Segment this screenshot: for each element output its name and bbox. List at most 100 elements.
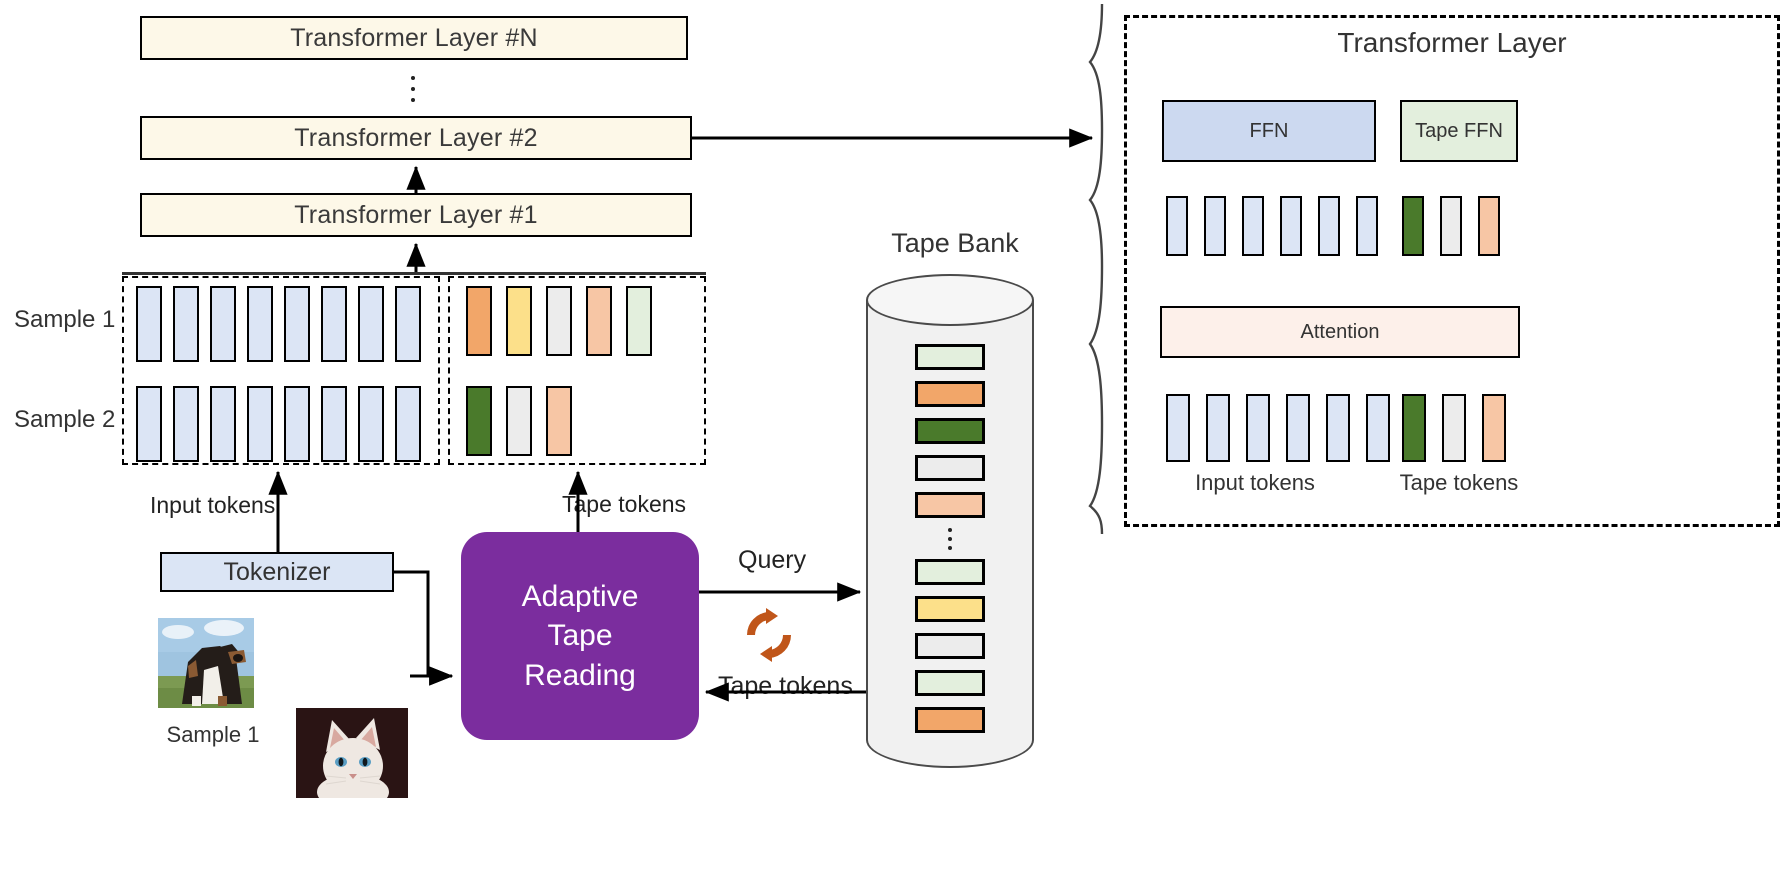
adaptive-tape-reading-block[interactable]: Adaptive Tape Reading — [461, 532, 699, 740]
tape-token — [586, 286, 612, 356]
tape-token — [1478, 196, 1500, 256]
input-token — [358, 386, 384, 462]
tape-bank-slot — [915, 670, 985, 696]
query-label: Query — [738, 546, 807, 574]
arrow-tokenizer-to-atr — [394, 570, 454, 686]
input-token — [173, 286, 199, 362]
tape-bank-title: Tape Bank — [891, 228, 1019, 258]
input-token — [1280, 196, 1302, 256]
panel-brace — [1088, 3, 1104, 535]
tape-token — [1442, 394, 1466, 462]
tape-ffn-block[interactable]: Tape FFN — [1400, 100, 1518, 162]
transformer-layer-panel-title: Transformer Layer — [1337, 27, 1567, 58]
panel-input-tokens-caption: Input tokens — [1195, 470, 1315, 495]
transformer-layer-panel — [1124, 15, 1780, 527]
tape-bank-slot — [915, 381, 985, 407]
tape-bank-slot — [915, 559, 985, 585]
adaptive-line-3: Reading — [524, 658, 636, 692]
tokenizer-block[interactable]: Tokenizer — [160, 552, 394, 592]
tape-token — [506, 286, 532, 356]
input-token — [1366, 394, 1390, 462]
input-token — [1206, 394, 1230, 462]
input-token — [1286, 394, 1310, 462]
tape-bank-slot — [915, 492, 985, 518]
sample-2-input-token-row — [136, 386, 421, 462]
input-token — [1166, 394, 1190, 462]
attention-label: Attention — [1300, 320, 1380, 343]
transformer-layer-n-label: Transformer Layer #N — [290, 23, 538, 52]
panel-bottom-input-token-row — [1166, 394, 1390, 462]
dog-photo — [158, 618, 254, 708]
tape-token — [546, 286, 572, 356]
tape-tokens-back-label: Tape tokens — [718, 672, 853, 700]
sample-2-row-label: Sample 2 — [14, 406, 116, 433]
input-token — [247, 286, 273, 362]
ffn-block[interactable]: FFN — [1162, 100, 1376, 162]
input-token — [1246, 394, 1270, 462]
tokenizer-label: Tokenizer — [223, 557, 331, 586]
input-token — [136, 386, 162, 462]
adaptive-line-1: Adaptive — [521, 579, 639, 613]
transformer-layer-1-label: Transformer Layer #1 — [294, 200, 538, 229]
panel-bottom-tape-token-row — [1402, 394, 1506, 462]
input-token — [1326, 394, 1350, 462]
input-token — [284, 386, 310, 462]
tape-bank-slot — [915, 418, 985, 444]
transformer-layer-1: Transformer Layer #1 — [140, 193, 692, 237]
panel-top-input-token-row — [1166, 196, 1378, 256]
input-tokens-label: Input tokens — [150, 492, 276, 518]
tape-token — [1402, 394, 1426, 462]
tape-token — [626, 286, 652, 356]
cat-photo — [296, 708, 408, 798]
input-token — [321, 286, 347, 362]
tape-tokens-up-label: Tape tokens — [562, 491, 687, 517]
tape-token — [1440, 196, 1462, 256]
tape-tokens-group — [448, 276, 706, 465]
input-token — [321, 386, 347, 462]
panel-top-tape-token-row — [1402, 196, 1500, 256]
input-tokens-group — [122, 276, 440, 465]
transformer-layer-2-label: Transformer Layer #2 — [294, 123, 538, 152]
input-token — [210, 386, 236, 462]
tape-bank-slot — [915, 344, 985, 370]
ffn-label: FFN — [1249, 119, 1289, 142]
tape-bank-ellipsis — [947, 528, 952, 550]
tape-bank-slot — [915, 596, 985, 622]
panel-tape-tokens-caption: Tape tokens — [1399, 470, 1519, 495]
tape-bank-slot — [915, 633, 985, 659]
token-rail — [122, 272, 706, 275]
sample-1-row-label: Sample 1 — [14, 306, 116, 333]
tape-token — [1482, 394, 1506, 462]
tape-token — [546, 386, 572, 456]
input-token — [284, 286, 310, 362]
input-token — [210, 286, 236, 362]
input-token — [358, 286, 384, 362]
input-token — [1242, 196, 1264, 256]
tape-bank-cylinder — [866, 300, 1034, 740]
attention-block[interactable]: Attention — [1160, 306, 1520, 358]
tape-bank-cylinder-top — [866, 274, 1034, 326]
sample-1-tape-token-row — [466, 286, 652, 356]
input-token — [1318, 196, 1340, 256]
input-token — [395, 386, 421, 462]
adaptive-line-2: Tape — [547, 619, 613, 653]
input-token — [1166, 196, 1188, 256]
tape-bank-slot — [915, 707, 985, 733]
tape-bank-slot — [915, 455, 985, 481]
input-token — [1356, 196, 1378, 256]
input-token — [173, 386, 199, 462]
tape-token — [506, 386, 532, 456]
input-token — [1204, 196, 1226, 256]
input-token — [136, 286, 162, 362]
tape-bank-slots-top — [915, 344, 985, 529]
input-token — [247, 386, 273, 462]
sample-1-photo-caption: Sample 1 — [166, 722, 260, 747]
tape-token — [466, 286, 492, 356]
input-token — [395, 286, 421, 362]
stack-ellipsis — [410, 76, 416, 102]
tape-token — [1402, 196, 1424, 256]
recycle-icon — [738, 604, 800, 666]
transformer-layer-n: Transformer Layer #N — [140, 16, 688, 60]
tape-ffn-label: Tape FFN — [1415, 119, 1503, 142]
